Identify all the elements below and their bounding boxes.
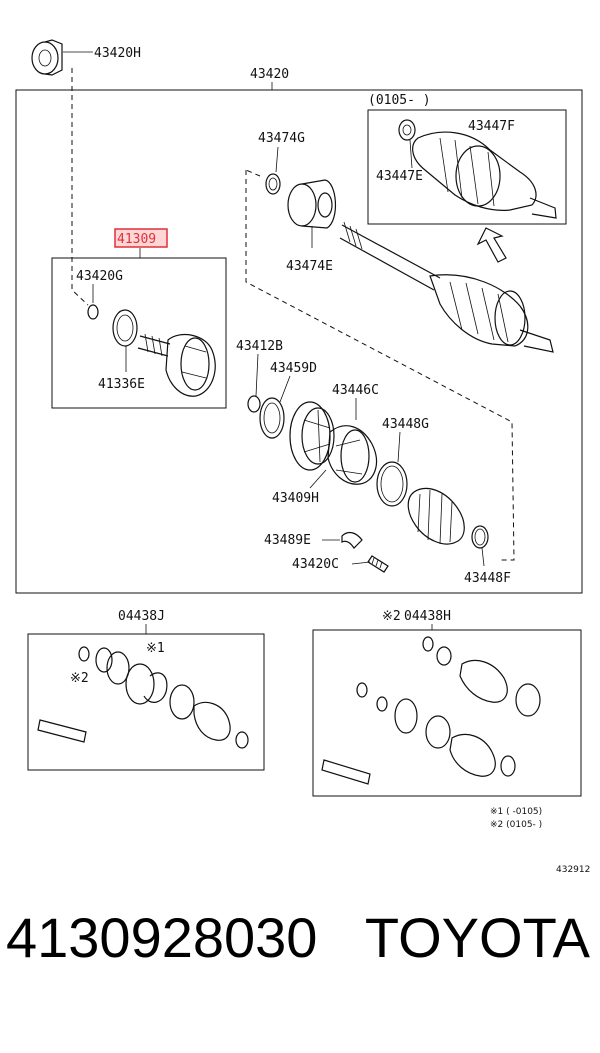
part-43420G-snapring[interactable] [87,304,99,320]
part-43474G-ring[interactable] [265,173,281,195]
label-43474E: 43474E [286,259,333,274]
label-43448F: 43448F [464,571,511,586]
part-43409H-tripod[interactable] [289,401,335,471]
parts-diagram: 43420H 43420 (0105- ) 43447F 43447E 4347… [15,39,590,875]
kit-04438H-parts[interactable] [321,636,541,785]
label-revision-range: (0105- ) [368,93,431,108]
highlight-box-41309[interactable] [114,228,168,248]
label-43420C: 43420C [292,557,339,572]
inset-box-0105 [367,109,567,225]
part-43459D-ring[interactable] [259,397,285,439]
part-43412B-snapring[interactable] [247,395,261,413]
label-43489E: 43489E [264,533,311,548]
kit-box-04438H [312,629,582,797]
label-43448G: 43448G [382,417,429,432]
part-43420C-bolt[interactable] [367,555,389,573]
kit-box-04438J [27,633,265,771]
part-41336E-outer-joint[interactable] [112,309,216,397]
label-04438J: 04438J [118,609,165,624]
label-41309[interactable]: 41309 [117,232,156,247]
part-43448G-clamp[interactable] [376,461,408,507]
label-43447E: 43447E [376,169,423,184]
label-mark1: ※1 [146,641,165,656]
label-04438H: 04438H [404,609,451,624]
footer: 4130928030 TOYOTA [0,905,600,1005]
label-43446C: 43446C [332,383,379,398]
part-43489E-clip[interactable] [341,531,363,549]
diagram-id: 432912 [556,865,590,875]
part-drive-shaft[interactable] [339,221,554,353]
arrow-up-icon [476,227,507,263]
brand-name: TOYOTA [364,906,590,969]
part-43474E-damper[interactable] [287,179,337,229]
label-mark2-prefix: ※2 [382,609,401,624]
assembly-box-41309 [51,257,227,409]
label-43447F: 43447F [468,119,515,134]
note-mark1-range: ※1 ( -0105) [490,807,542,817]
label-mark2: ※2 [70,671,89,686]
label-43420H: 43420H [94,46,141,61]
part-43447F-boot[interactable] [412,131,557,219]
part-43420H[interactable] [31,39,63,76]
part-inner-boot[interactable] [407,487,465,545]
note-mark2-range: ※2 (0105- ) [490,820,542,830]
part-number: 4130928030 [6,906,318,969]
label-43474G: 43474G [258,131,305,146]
label-43412B: 43412B [236,339,283,354]
part-43447E-clamp[interactable] [398,119,416,141]
label-41336E: 41336E [98,377,145,392]
label-43409H: 43409H [272,491,319,506]
label-43420: 43420 [250,67,289,82]
kit-04438J-parts[interactable] [37,646,249,749]
label-43459D: 43459D [270,361,317,376]
label-43420G: 43420G [76,269,123,284]
assembly-box-43420 [15,89,583,594]
part-43446C-housing[interactable] [327,425,377,485]
part-43448F-clamp[interactable] [471,525,489,549]
